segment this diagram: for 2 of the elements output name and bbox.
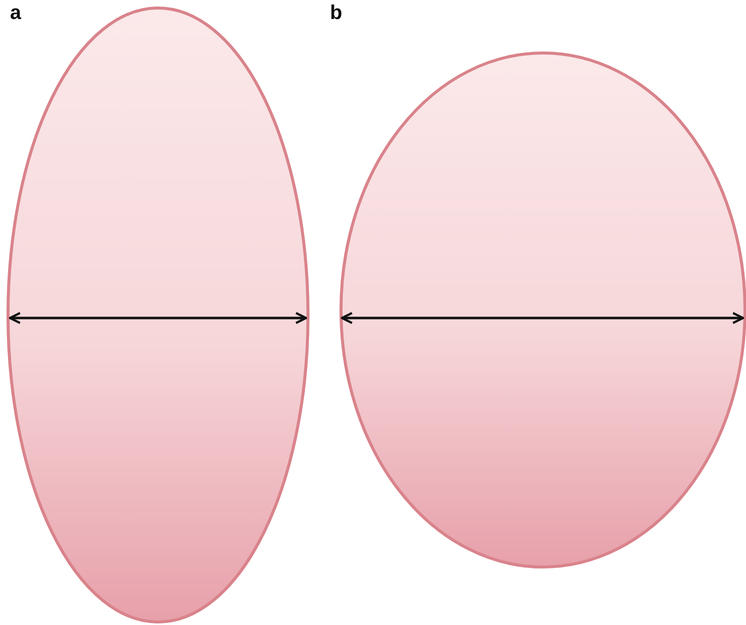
panel-label: b <box>330 2 342 24</box>
panel-label: a <box>10 2 22 24</box>
